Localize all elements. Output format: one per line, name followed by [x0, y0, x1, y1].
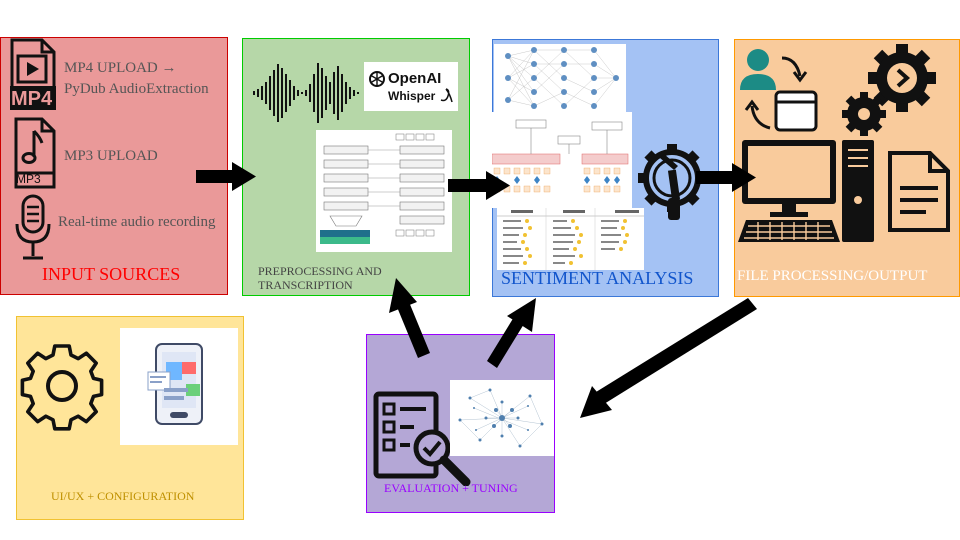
arrow-output-to-evaluation	[580, 298, 757, 418]
whisper-swirl-icon	[440, 88, 453, 103]
mp3-badge-text: MP3	[16, 172, 41, 186]
preprocessing-title-line1: PREPROCESSING AND	[258, 264, 382, 278]
file-processing-output-title: FILE PROCESSING/OUTPUT	[737, 268, 928, 284]
network-graph-image	[450, 380, 554, 456]
microphone-icon	[15, 194, 51, 260]
preprocessing-title: PREPROCESSING AND TRANSCRIPTION	[258, 264, 382, 292]
user-window-refresh-icon	[740, 49, 818, 132]
mp4-badge-text: MP4	[11, 88, 53, 110]
document-file-icon	[888, 151, 950, 232]
emotion-table-graphic	[497, 208, 644, 270]
neural-network-diagram	[494, 44, 626, 112]
model-architecture-diagram	[492, 112, 632, 208]
desktop-computer-icon	[738, 140, 874, 242]
mp4-file-icon	[10, 38, 56, 110]
input-sources-panel	[0, 37, 228, 295]
openai-knot-icon	[369, 71, 385, 87]
openai-whisper-logo: OpenAI Whisper	[364, 62, 458, 111]
emotion-category-table	[497, 208, 644, 270]
network-graph-visual	[458, 388, 544, 448]
mp3-upload-text: MP3 UPLOAD	[64, 148, 158, 164]
audio-waveform-graphic	[253, 63, 359, 123]
mp4-upload-line2: PyDub AudioExtraction	[64, 81, 209, 97]
input-sources-title: INPUT SOURCES	[42, 264, 181, 284]
model-architecture-graphic	[492, 119, 629, 193]
openai-brand-text: OpenAI	[388, 70, 442, 87]
ui-ux-configuration-title: UI/UX + CONFIGURATION	[51, 489, 195, 503]
gear-screwdriver-icon	[638, 144, 706, 220]
encoder-decoder-graphic	[320, 133, 445, 244]
evaluation-tuning-title: EVALUATION + TUNING	[384, 481, 518, 495]
neural-network-graphic	[505, 47, 619, 109]
whisper-brand-text: Whisper	[388, 89, 436, 103]
checklist-magnifier-icon	[373, 391, 471, 486]
realtime-recording-text: Real-time audio recording	[58, 214, 216, 230]
gears-icon	[842, 44, 936, 136]
sentiment-analysis-title: SENTIMENT ANALYSIS	[501, 268, 694, 288]
transformer-architecture-diagram	[316, 130, 452, 252]
mp3-music-file-icon	[14, 117, 56, 189]
mobile-ui-mockup-image	[120, 328, 238, 445]
mp4-upload-text: MP4 UPLOAD → PyDub AudioExtraction	[64, 58, 209, 100]
mp4-upload-line1: MP4 UPLOAD →	[64, 60, 177, 76]
mobile-ui-mockup-graphic	[147, 343, 203, 425]
settings-gear-icon	[20, 344, 104, 431]
preprocessing-title-line2: TRANSCRIPTION	[258, 278, 353, 292]
